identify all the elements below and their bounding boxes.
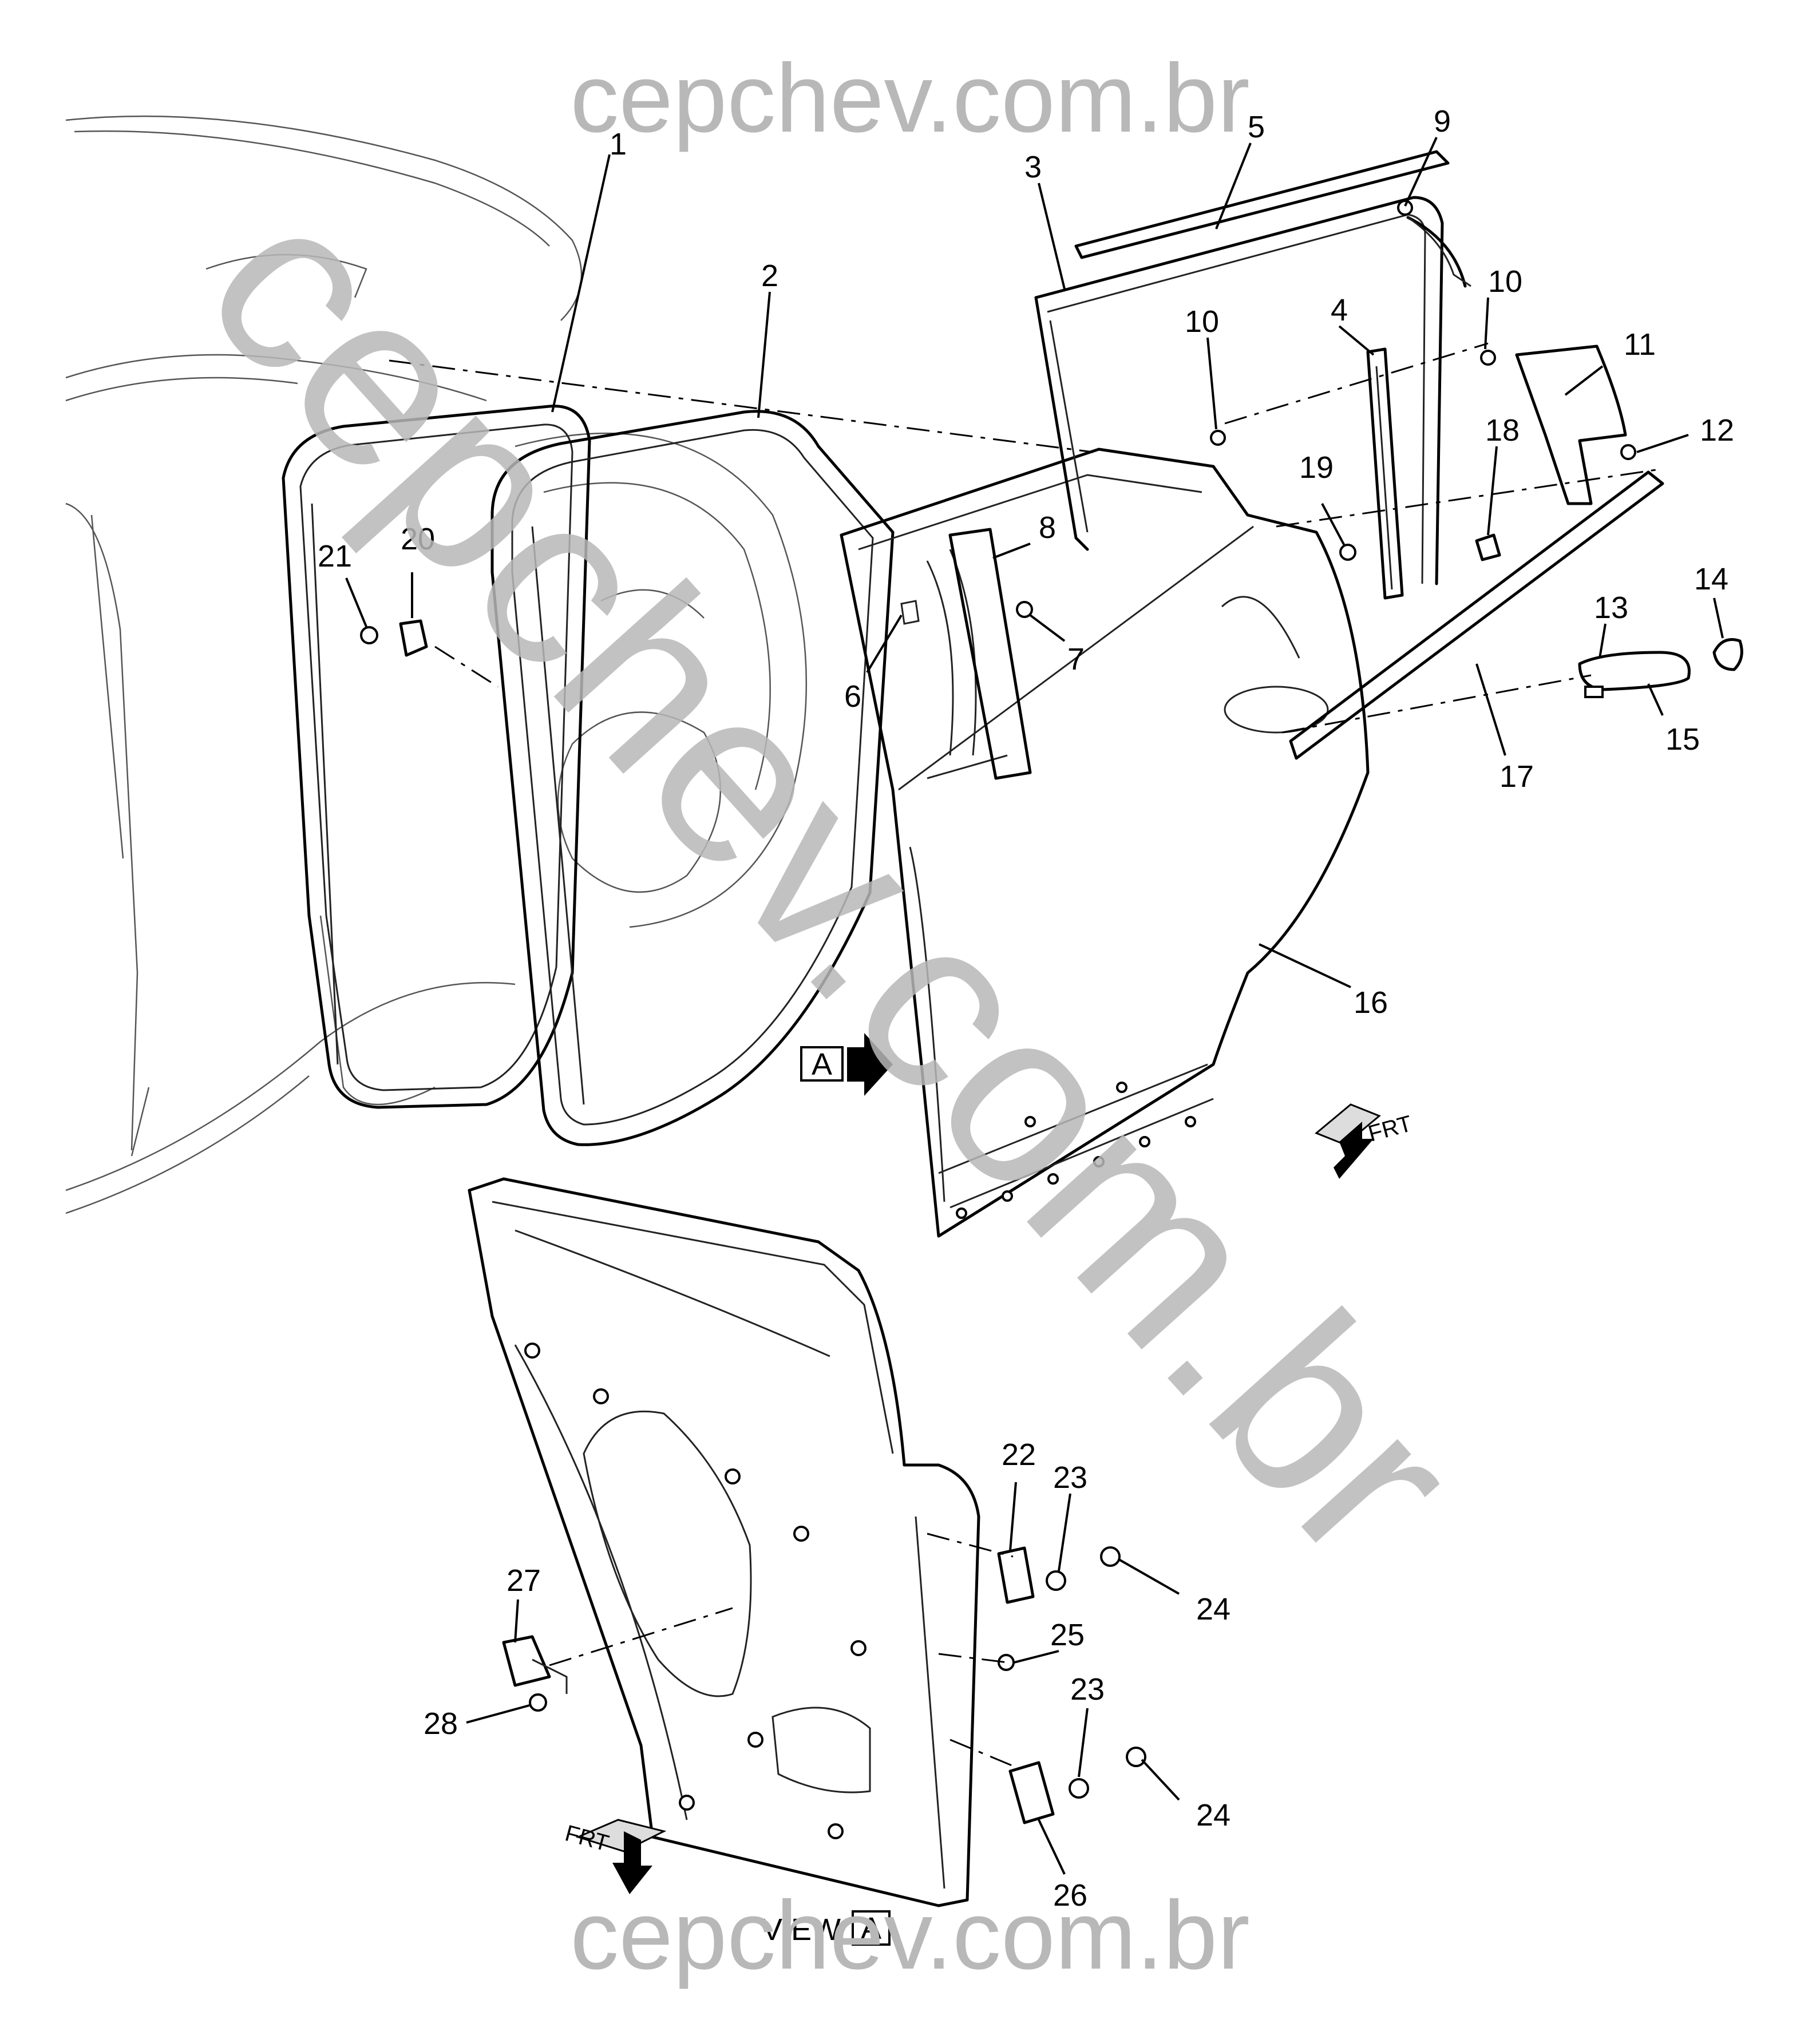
frt-marker-lower: FRT [563,1819,667,1894]
upper-fasteners [360,350,1636,657]
view-a-label: VIEW A [762,1910,891,1947]
part-1-body-weatherstrip [282,405,591,1109]
part-9-upper-molding [1074,150,1471,287]
view-a-callout: A [800,1033,893,1096]
part-11-corner-applique [1515,345,1627,505]
view-label-letter: A [861,1911,881,1946]
callout-2: 2 [761,259,778,293]
callout-18: 18 [1485,413,1520,448]
vehicle-body-outline [65,115,808,1214]
watermark-diagonal: cepchev.com.br [155,149,1510,1610]
callout-24b: 24 [1196,1798,1231,1832]
part-4-run-channel [1366,347,1404,600]
assembly-lines [389,342,1660,734]
callout-4: 4 [1331,293,1348,327]
callout-21: 21 [318,539,352,573]
part-2-door-weatherstrip [490,410,895,1146]
watermark-top: cepchev.com.br [570,44,1249,153]
part-17-belt-molding [1289,470,1664,760]
callout-15: 15 [1665,722,1700,757]
callout-13: 13 [1594,591,1628,625]
callout-9: 9 [1434,104,1451,138]
callout-16: 16 [1354,985,1388,1020]
callout-12: 12 [1700,413,1734,448]
callout-10b: 10 [1488,264,1522,299]
callout-23b: 23 [1070,1672,1105,1707]
callout-11: 11 [1624,327,1656,362]
watermark-bottom: cepchev.com.br [570,1881,1249,1990]
callout-20: 20 [401,522,435,556]
callout-6: 6 [844,679,861,714]
callout-10a: 10 [1185,304,1219,339]
callout-23a: 23 [1053,1460,1087,1495]
callout-14: 14 [1694,562,1728,596]
door-rivets [956,1082,1196,1219]
callout-17: 17 [1499,759,1534,794]
part-3-window-frame [1034,196,1467,585]
callout-numbers: 1 2 3 4 5 6 7 8 9 10 10 11 12 13 14 15 1… [318,104,1734,1913]
inner-panel-holes [524,1343,867,1839]
part-13-handle-assembly [1578,638,1743,698]
callout-7: 7 [1067,642,1085,676]
part-8-applique [948,528,1032,780]
part-16-door-panel [840,448,1370,1238]
callout-24a: 24 [1196,1592,1231,1626]
callout-5: 5 [1248,110,1265,144]
frt-marker-upper: FRT [1315,1103,1415,1179]
callout-28: 28 [424,1707,458,1741]
callout-26: 26 [1053,1878,1087,1913]
view-label-text: VIEW [762,1913,841,1947]
callout-27: 27 [507,1563,541,1598]
callout-25: 25 [1050,1618,1085,1652]
lower-hinges-and-bolts [502,1533,1146,1824]
callout-3: 3 [1024,150,1042,184]
callout-22: 22 [1002,1438,1036,1472]
callout-19: 19 [1299,450,1334,485]
callout-8: 8 [1039,510,1056,545]
view-a-door-inner-panel [468,1177,980,1907]
leader-lines [345,137,1724,1875]
callout-1: 1 [610,127,627,161]
view-a-callout-letter: A [812,1047,832,1082]
